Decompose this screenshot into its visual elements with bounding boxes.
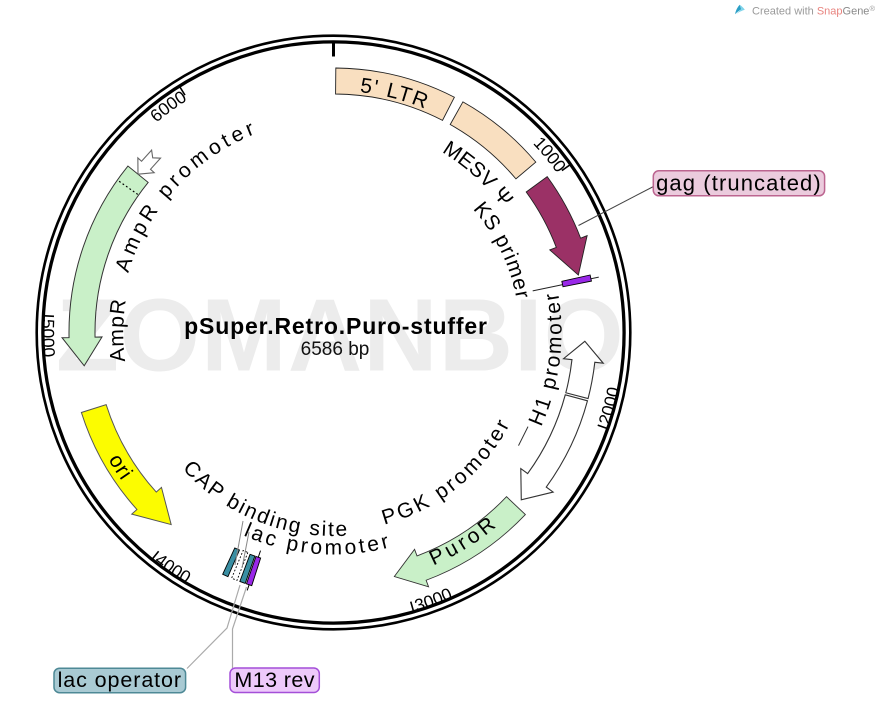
svg-text:pSuper.Retro.Puro-stuffer: pSuper.Retro.Puro-stuffer bbox=[184, 313, 488, 339]
svg-text:M13 rev: M13 rev bbox=[234, 668, 314, 692]
svg-text:gag (truncated): gag (truncated) bbox=[656, 170, 822, 195]
svg-text:AmpR: AmpR bbox=[105, 297, 131, 363]
svg-text:lac operator: lac operator bbox=[58, 668, 182, 692]
svg-text:Created with SnapGene®: Created with SnapGene® bbox=[752, 4, 875, 18]
svg-text:5000: 5000 bbox=[38, 319, 59, 359]
svg-text:ZOMANBIO: ZOMANBIO bbox=[56, 278, 625, 393]
svg-text:6586 bp: 6586 bp bbox=[301, 339, 370, 360]
